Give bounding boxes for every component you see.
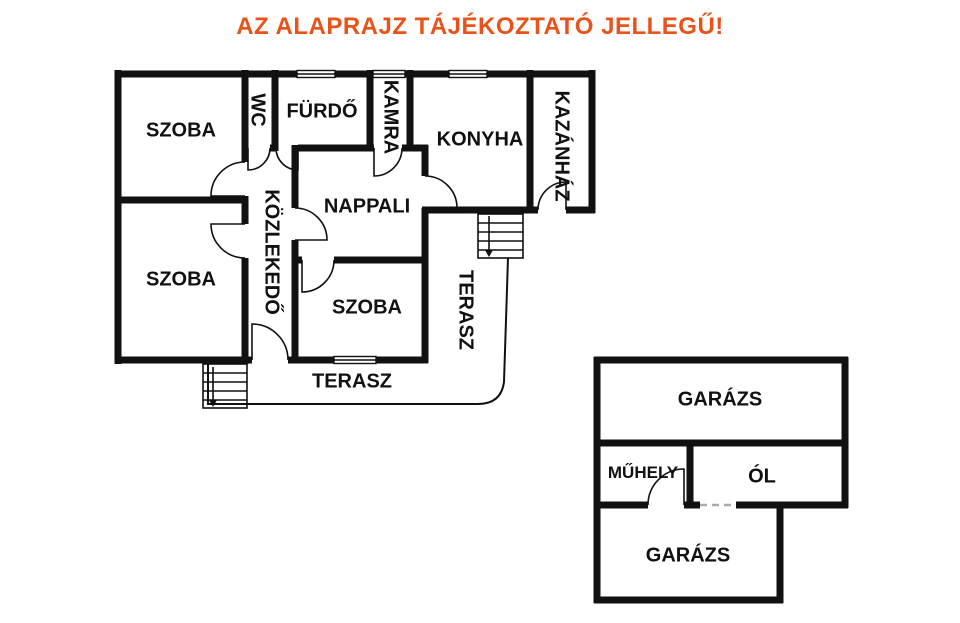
room-label-szoba-middle: SZOBA bbox=[332, 296, 402, 319]
room-label-kamra: KAMRA bbox=[379, 79, 402, 155]
door-arc-szoba-bottom-left bbox=[210, 223, 246, 259]
windows bbox=[296, 69, 488, 365]
room-label-wc: WC bbox=[246, 93, 269, 127]
room-label-furdo: FÜRDŐ bbox=[286, 100, 358, 123]
stairs-arrow-head bbox=[485, 250, 493, 257]
stairs-right bbox=[477, 213, 524, 259]
garage-walls bbox=[593, 356, 849, 604]
door-arc-terasz-exit bbox=[251, 323, 289, 361]
room-label-garazs-bottom: GARÁZS bbox=[645, 544, 731, 567]
house-walls bbox=[114, 70, 596, 364]
terrace-outline bbox=[207, 257, 509, 405]
door-arc-konyha bbox=[424, 175, 458, 209]
door-arc-szoba-top bbox=[210, 161, 246, 197]
door-arc-muhely bbox=[647, 468, 685, 506]
door-arc-kamra bbox=[373, 147, 403, 177]
room-label-terasz-side: TERASZ bbox=[454, 270, 477, 350]
room-label-kozlekedo: KÖZLEKEDŐ bbox=[260, 189, 283, 315]
stairs-arrow-head bbox=[209, 400, 217, 407]
door-arc-wc bbox=[247, 147, 271, 171]
room-label-muhely: MŰHELY bbox=[607, 463, 679, 482]
door-arc-nappali bbox=[294, 207, 328, 241]
page-title: AZ ALAPRAJZ TÁJÉKOZTATÓ JELLEGŰ! bbox=[236, 13, 724, 40]
room-label-nappali: NAPPALI bbox=[323, 195, 411, 218]
stairs-left bbox=[202, 363, 248, 409]
room-label-garazs-top: GARÁZS bbox=[677, 388, 763, 411]
doors bbox=[210, 147, 685, 506]
room-label-szoba-bottom-left: SZOBA bbox=[146, 268, 216, 291]
door-arc-szoba-middle bbox=[301, 259, 335, 293]
door-arc-furdo bbox=[275, 147, 299, 171]
door-arc-kazanhaz bbox=[537, 181, 567, 211]
room-label-kazanhaz: KAZÁNHÁZ bbox=[550, 90, 573, 202]
room-label-konyha: KONYHA bbox=[436, 128, 524, 151]
room-label-szoba-top-left: SZOBA bbox=[146, 119, 216, 142]
room-label-terasz-bottom: TERASZ bbox=[312, 370, 392, 393]
room-label-ol: ÓL bbox=[748, 465, 776, 488]
